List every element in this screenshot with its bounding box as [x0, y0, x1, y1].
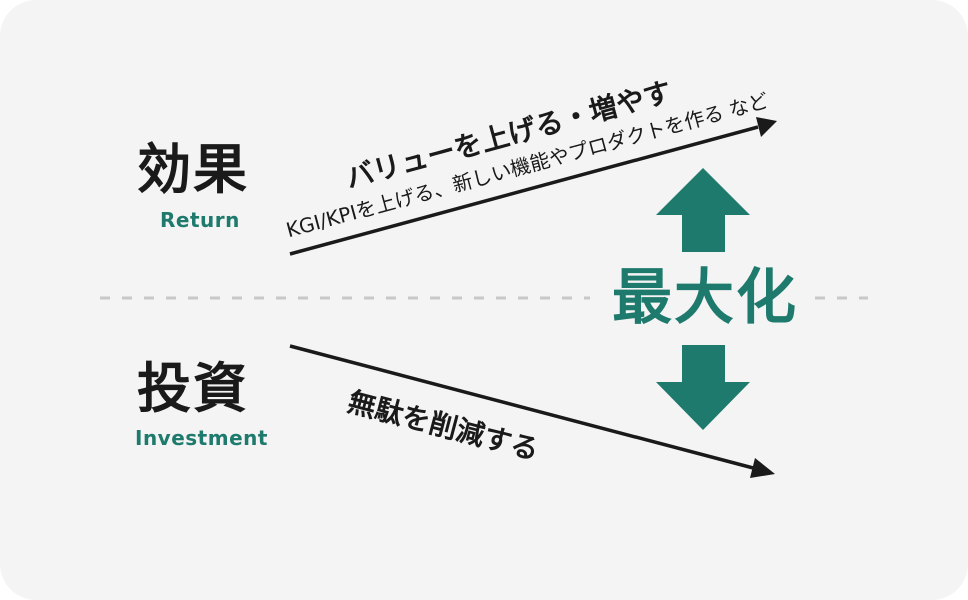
- arrow-down-icon: [656, 345, 750, 430]
- return-sublabel: Return: [160, 208, 240, 232]
- investment-label: 投資: [137, 357, 249, 420]
- arrow-up-icon: [656, 168, 750, 252]
- return-arrow-line: [289, 125, 759, 256]
- return-arrowhead-icon: [756, 117, 777, 137]
- return-label: 効果: [137, 138, 249, 201]
- maximize-label: 最大化: [612, 263, 798, 333]
- investment-arrowhead-icon: [750, 458, 775, 478]
- investment-sublabel: Investment: [135, 426, 268, 450]
- investment-arrow-line: [289, 344, 758, 471]
